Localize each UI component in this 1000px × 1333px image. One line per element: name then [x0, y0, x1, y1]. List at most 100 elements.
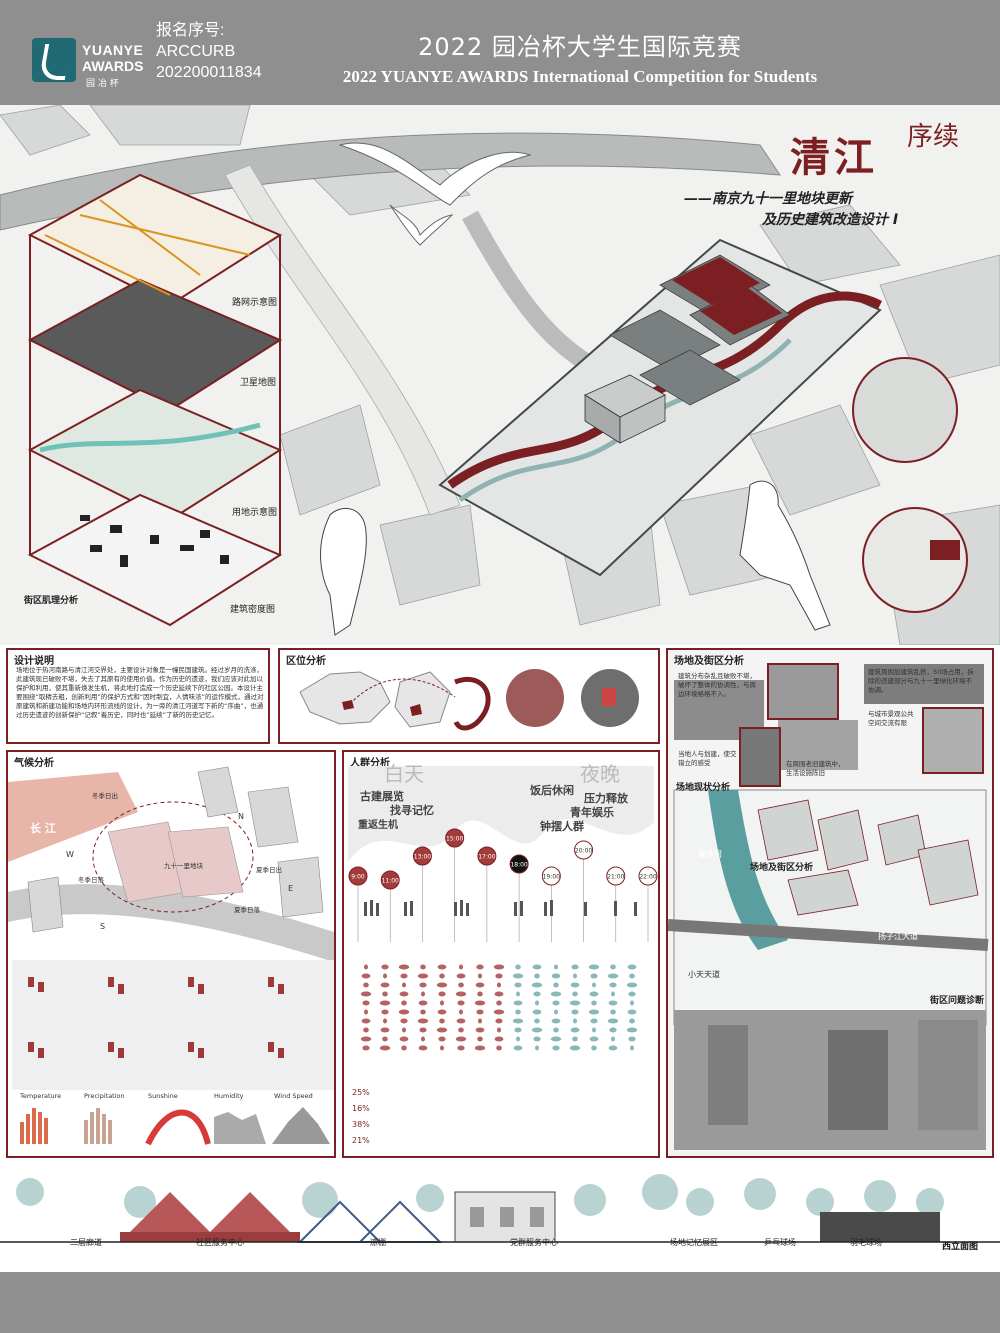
activity-dot	[552, 1000, 560, 1006]
activity-dot	[401, 1000, 407, 1006]
reg-code-1: ARCCURB	[156, 43, 236, 60]
activity-dot	[402, 982, 406, 988]
time-circle	[638, 866, 658, 886]
west-elevation	[0, 1162, 1000, 1272]
site-drawings	[668, 663, 989, 1150]
crowd-day: 白天	[384, 762, 424, 786]
activity-dot	[383, 1018, 387, 1024]
time-label: 19:00	[543, 874, 560, 881]
activity-dot	[398, 964, 410, 970]
site-road-1: 扬子江大道	[878, 932, 918, 941]
activity-dot	[551, 973, 561, 979]
activity-dot	[513, 1045, 523, 1051]
activity-dot	[515, 964, 521, 970]
project-subtitle-2: 及历史建筑改造设计 I	[762, 212, 899, 228]
activity-dot	[361, 1018, 371, 1024]
activity-dot	[591, 1045, 597, 1051]
activity-dot	[535, 1000, 539, 1006]
activity-dot	[379, 1000, 391, 1006]
activity-dot	[360, 991, 372, 997]
activity-dot	[554, 1009, 558, 1015]
activity-dot	[421, 1036, 425, 1042]
activity-dot	[569, 1045, 581, 1051]
activity-dot	[458, 1027, 464, 1033]
activity-dot	[363, 1027, 369, 1033]
elev-label-4: 党群服务中心	[510, 1238, 558, 1247]
activity-dot	[592, 1027, 596, 1033]
activity-dot	[457, 1045, 465, 1051]
activity-dot	[363, 982, 369, 988]
activity-dot	[533, 991, 541, 997]
layer-landuse-label: 用地示意图	[232, 508, 278, 518]
time-circle	[348, 866, 368, 886]
activity-dot	[514, 1027, 522, 1033]
activity-dot	[589, 991, 599, 997]
elev-label-1: 二层廊道	[70, 1238, 102, 1247]
activity-dot	[440, 1045, 444, 1051]
activity-dot	[571, 964, 579, 970]
activity-dot	[533, 1036, 541, 1042]
activity-dot	[458, 982, 464, 988]
activity-dot	[607, 1018, 619, 1024]
activity-dot	[478, 973, 482, 979]
crowd-pct-3: 38%	[352, 1120, 370, 1129]
activity-dot	[513, 1000, 523, 1006]
activity-dot	[421, 991, 425, 997]
elev-label-2: 社区服务中心	[196, 1238, 244, 1247]
activity-dot	[629, 1018, 635, 1024]
activity-dot	[398, 1009, 410, 1015]
activity-dot	[531, 982, 543, 988]
crowd-word-6: 青年娱乐	[570, 806, 614, 819]
activity-dot	[439, 973, 445, 979]
activity-dot	[493, 1009, 505, 1015]
climate-summer-set: 夏季日落	[234, 906, 260, 914]
activity-dot	[629, 973, 635, 979]
layer-building-label: 建筑密度图	[230, 605, 276, 615]
activity-dot	[381, 964, 389, 970]
activity-dot	[495, 973, 503, 979]
site-note-5: 当地人与划建，使交错立的感受	[678, 750, 737, 767]
activity-dot	[592, 982, 596, 988]
activity-dot	[610, 964, 616, 970]
design-note-title: 设计说明	[14, 656, 54, 667]
climate-site: 九十一里地块	[164, 862, 203, 870]
time-label: 22:00	[639, 874, 656, 881]
activity-dot	[591, 1000, 597, 1006]
activity-dot	[419, 1027, 427, 1033]
activity-dot	[535, 1045, 539, 1051]
activity-dot	[627, 964, 637, 970]
competition-title-en: 2022 YUANYE AWARDS International Competi…	[342, 67, 818, 86]
activity-dot	[360, 1036, 372, 1042]
activity-dot	[573, 1018, 577, 1024]
time-label: 11:00	[382, 878, 399, 885]
design-note-panel: 设计说明 场地位于热河南路与清江河交界处，主要设计对象是一幢民国建筑。经过岁月的…	[6, 648, 270, 744]
activity-dot	[379, 1045, 391, 1051]
logo-mark-icon	[32, 38, 76, 82]
activity-dot	[496, 1045, 502, 1051]
activity-dot	[383, 973, 387, 979]
site-street-label: 场地及街区分析	[750, 863, 814, 873]
activity-dot	[400, 973, 408, 979]
time-label: 9:00	[351, 874, 365, 881]
crowd-word-1: 古建展览	[360, 790, 404, 803]
activity-dot	[437, 964, 447, 970]
time-circle	[541, 866, 561, 886]
compass-n: N	[238, 812, 244, 821]
time-label: 21:00	[607, 874, 624, 881]
time-label: 17:00	[478, 854, 495, 861]
site-river-label: 秦淮河	[698, 850, 722, 859]
crowd-word-2: 找寻记忆	[390, 804, 434, 817]
location-maps	[299, 669, 639, 731]
time-circle	[509, 854, 529, 874]
activity-dot	[399, 1036, 409, 1042]
activity-dot	[402, 1027, 406, 1033]
activity-dot	[380, 982, 390, 988]
chart-humidity-label: Humidity	[214, 1092, 244, 1100]
activity-dot	[516, 1036, 520, 1042]
activity-dot	[608, 1000, 618, 1006]
activity-dot	[554, 964, 558, 970]
reg-label: 报名序号:	[156, 22, 225, 39]
activity-dot	[459, 1009, 463, 1015]
activity-dot	[436, 1027, 448, 1033]
activity-dot	[475, 1027, 485, 1033]
